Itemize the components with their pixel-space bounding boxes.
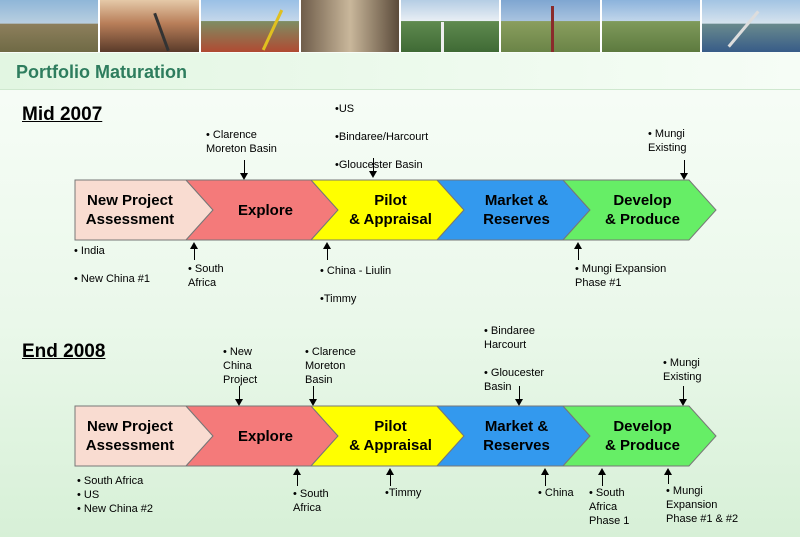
stage-label-assessment: New Project Assessment — [85, 192, 175, 228]
stage-label-pilot: Pilot & Appraisal — [349, 192, 432, 228]
photo-drilling-site — [501, 0, 602, 52]
stage-label-pilot: Pilot & Appraisal — [349, 418, 432, 454]
page-title: Portfolio Maturation — [16, 62, 187, 82]
photo-drill-rig-sunset — [100, 0, 201, 52]
photo-well-heads — [401, 0, 502, 52]
photo-pipeline-trench — [300, 0, 401, 52]
title-bar: Portfolio Maturation — [0, 53, 800, 90]
note-explore-above: • Clarence Moreton Basin — [206, 129, 277, 155]
note-develop-above: • Mungi Existing — [648, 128, 687, 154]
header-photo-strip — [0, 0, 800, 52]
note-develop-below: • Mungi Expansion Phase #1 — [575, 263, 667, 289]
stage-shape-develop — [561, 405, 717, 467]
note-market-below: • China — [538, 487, 574, 499]
note-develop-above: • Mungi Existing — [663, 357, 702, 383]
note-develop-below-south-africa: • South Africa Phase 1 — [589, 487, 630, 527]
arrow-up-icon — [323, 242, 332, 260]
arrow-down-icon — [369, 158, 378, 178]
stage-label-market: Market & Reserves — [483, 418, 550, 454]
photo-site-buildings — [0, 0, 101, 52]
arrow-up-icon — [574, 242, 583, 260]
note-pilot-above: •US •Bindaree/Harcourt •Gloucester Basin — [335, 103, 429, 171]
arrow-up-icon — [293, 468, 302, 486]
note-explore-above: • New China Project — [223, 346, 258, 386]
arrow-down-icon — [679, 386, 688, 406]
note-pilot-below: • China - Liulin •Timmy — [320, 265, 392, 305]
arrow-up-icon — [664, 468, 673, 484]
arrow-down-icon — [515, 386, 524, 406]
note-explore-below: • South Africa — [293, 488, 329, 514]
note-market-above: • Bindaree Harcourt • Gloucester Basin — [484, 325, 545, 393]
stage-label-market: Market & Reserves — [483, 192, 550, 228]
note-assessment-below: • South Africa • US • New China #2 — [77, 475, 154, 515]
arrow-up-icon — [190, 242, 199, 260]
stage-label-develop: Develop & Produce — [604, 192, 680, 228]
arrow-down-icon — [235, 386, 244, 406]
stage-label-explore: Explore — [237, 201, 294, 219]
section-heading-end-2008: End 2008 — [22, 341, 106, 362]
photo-drill-tower — [701, 0, 800, 52]
stage-label-assessment: New Project Assessment — [85, 418, 175, 454]
note-explore-below: • South Africa — [188, 263, 224, 289]
arrow-down-icon — [309, 386, 318, 406]
stage-shape-develop — [561, 179, 717, 241]
photo-crane — [200, 0, 301, 52]
stage-flow-mid-2007 — [74, 179, 717, 241]
note-pilot-below: •Timmy — [385, 487, 422, 499]
arrow-down-icon — [240, 160, 249, 180]
stage-label-explore: Explore — [237, 427, 294, 445]
arrow-up-icon — [386, 468, 395, 486]
note-develop-below-mungi: • Mungi Expansion Phase #1 & #2 — [666, 485, 739, 525]
arrow-up-icon — [598, 468, 607, 486]
arrow-down-icon — [680, 160, 689, 180]
note-assessment-below: • India • New China #1 — [74, 245, 151, 285]
photo-field-equipment — [601, 0, 702, 52]
note-pilot-above: • Clarence Moreton Basin — [305, 346, 356, 386]
section-heading-mid-2007: Mid 2007 — [22, 104, 103, 125]
stage-flow-end-2008 — [74, 405, 717, 467]
arrow-up-icon — [541, 468, 550, 486]
stage-label-develop: Develop & Produce — [604, 418, 680, 454]
